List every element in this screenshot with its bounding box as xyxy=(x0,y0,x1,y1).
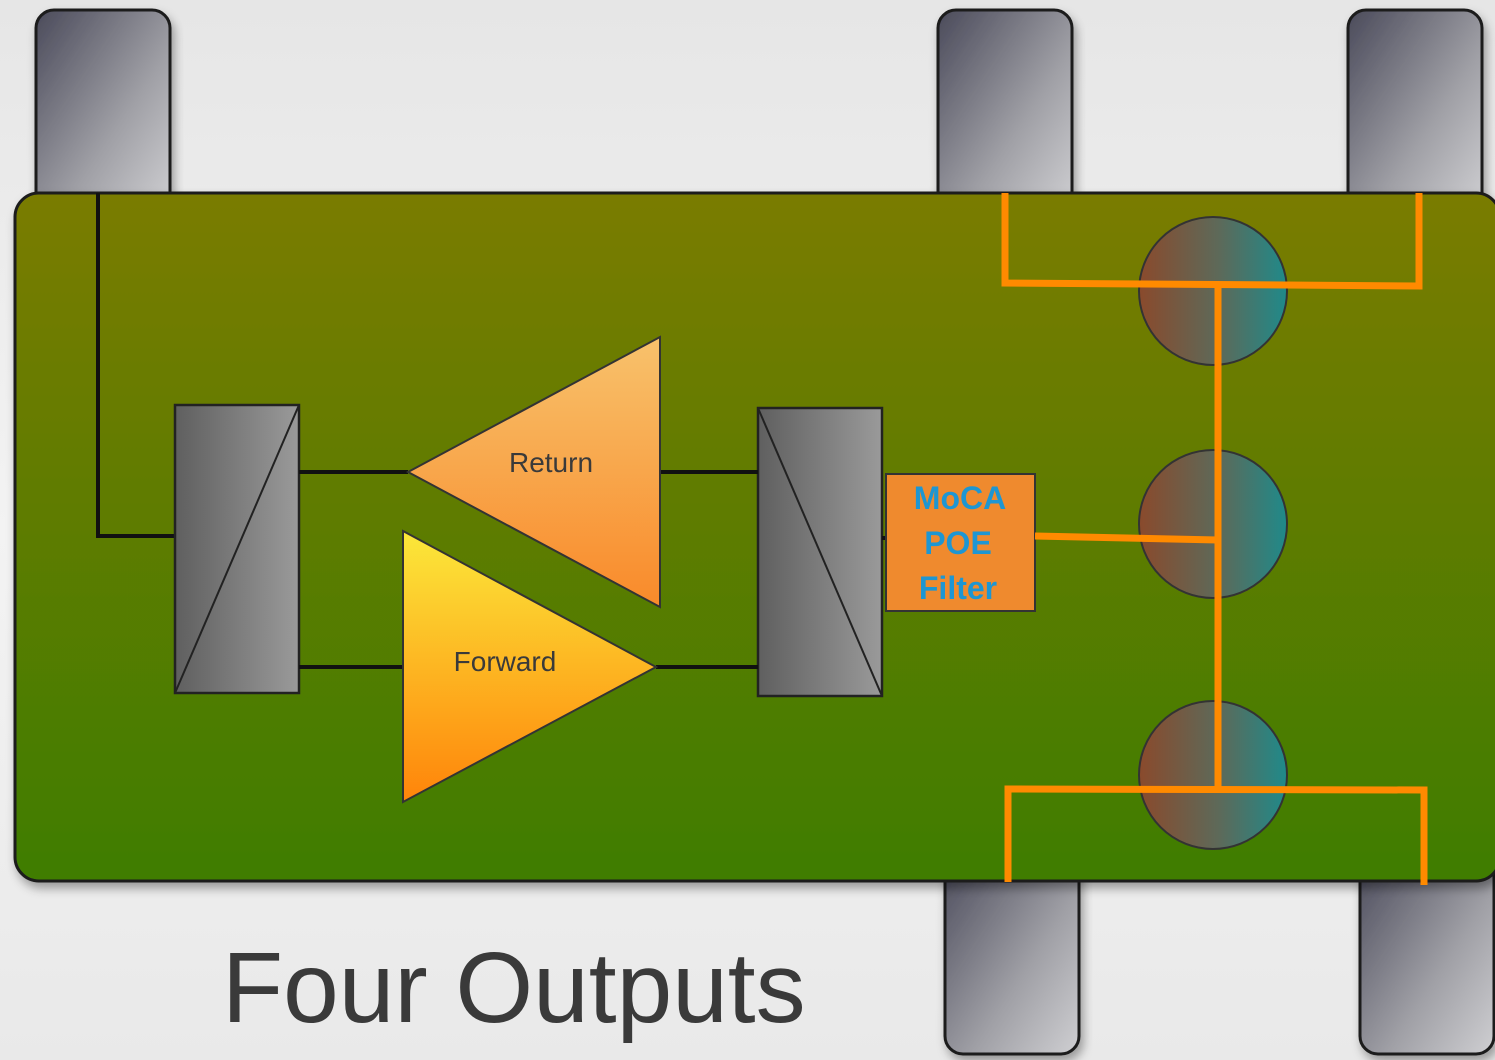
output-port xyxy=(936,8,1074,212)
forward-amplifier xyxy=(402,529,659,804)
bottom-ports xyxy=(943,848,1495,1056)
output-port xyxy=(34,8,172,212)
signal-wires xyxy=(299,470,887,669)
splitter-nodes xyxy=(1138,216,1288,850)
left-diplex-filter xyxy=(173,403,301,695)
circuit-board xyxy=(13,191,1495,883)
top-ports xyxy=(34,8,1484,212)
splitter-node xyxy=(1138,216,1288,366)
forward-label: Forward xyxy=(454,646,557,677)
filter-label-line-2: POE xyxy=(924,525,992,561)
splitter-node xyxy=(1138,700,1288,850)
filter-label-line-1: MoCA xyxy=(914,480,1006,516)
output-port xyxy=(1346,8,1484,212)
page-title: Four Outputs xyxy=(222,932,806,1044)
right-diplex-filter xyxy=(756,406,884,698)
filter-label-line-3: Filter xyxy=(919,570,997,606)
output-wiring xyxy=(1001,193,1428,885)
input-wire xyxy=(96,193,176,538)
return-amplifier xyxy=(405,335,661,609)
return-label: Return xyxy=(509,447,593,478)
moca-poe-filter: MoCA POE Filter xyxy=(885,473,1036,612)
splitter-node xyxy=(1138,449,1288,599)
